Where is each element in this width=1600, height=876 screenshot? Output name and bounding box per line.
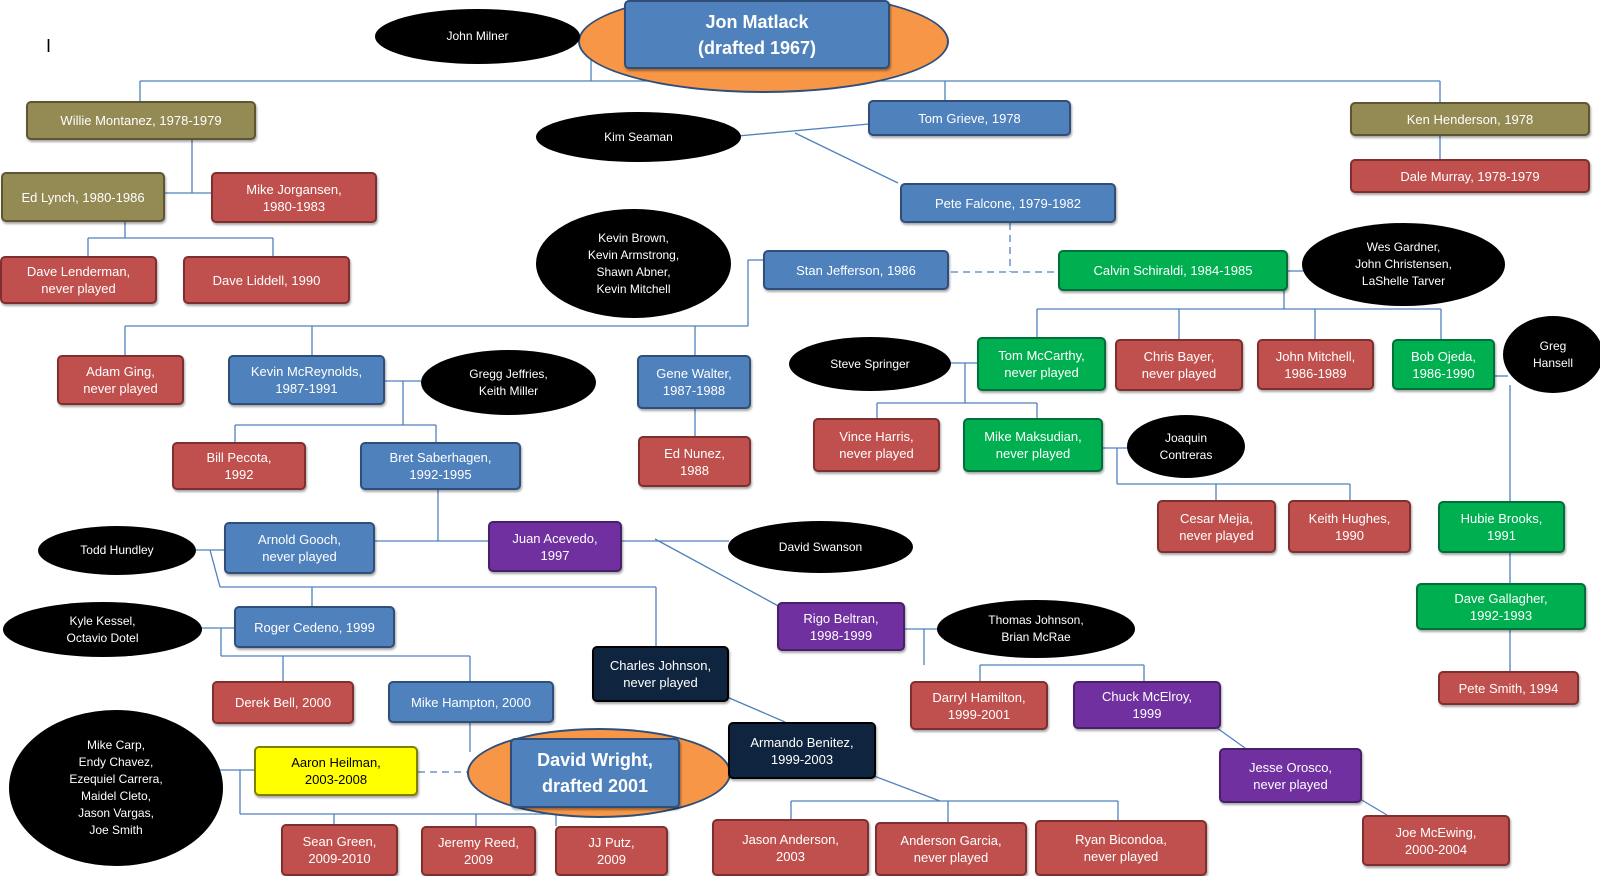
node-rigo-beltran: Rigo Beltran, 1998-1999 [777, 602, 905, 651]
oval-carp-group: Mike Carp, Endy Chavez, Ezequiel Carrera… [9, 710, 223, 866]
text-cursor: I [46, 36, 52, 56]
node-tom-grieve: Tom Grieve, 1978 [868, 100, 1071, 136]
node-jj-putz: JJ Putz, 2009 [555, 826, 668, 876]
node-calvin-schiraldi: Calvin Schiraldi, 1984-1985 [1058, 250, 1288, 291]
node-dave-lenderman: Dave Lenderman, never played [0, 256, 157, 304]
node-bob-ojeda: Bob Ojeda, 1986-1990 [1392, 339, 1495, 390]
node-ken-henderson: Ken Henderson, 1978 [1350, 102, 1590, 136]
node-derek-bell: Derek Bell, 2000 [212, 681, 354, 724]
oval-gardner-christensen-tarver: Wes Gardner, John Christensen, LaShelle … [1302, 223, 1505, 306]
node-mike-hampton: Mike Hampton, 2000 [388, 681, 554, 723]
oval-kessel-dotel: Kyle Kessel, Octavio Dotel [3, 602, 202, 657]
oval-kim-seaman: Kim Seaman [536, 112, 741, 162]
node-arnold-gooch: Arnold Gooch, never played [224, 522, 375, 574]
node-jason-anderson: Jason Anderson, 2003 [712, 819, 869, 876]
node-willie-montanez: Willie Montanez, 1978-1979 [26, 101, 256, 140]
oval-todd-hundley: Todd Hundley [38, 526, 196, 575]
node-keith-hughes: Keith Hughes, 1990 [1288, 500, 1411, 553]
node-pete-smith: Pete Smith, 1994 [1438, 671, 1579, 705]
node-vince-harris: Vince Harris, never played [813, 418, 940, 472]
node-dave-gallagher: Dave Gallagher, 1992-1993 [1416, 583, 1586, 630]
oval-steve-springer: Steve Springer [789, 337, 951, 391]
oval-jeffries-miller: Gregg Jeffries, Keith Miller [421, 350, 596, 415]
node-darryl-hamilton: Darryl Hamilton, 1999-2001 [910, 681, 1048, 730]
node-kevin-mcreynolds: Kevin McReynolds, 1987-1991 [228, 355, 385, 405]
node-mike-jorgansen: Mike Jorgansen, 1980-1983 [211, 172, 377, 223]
node-jeremy-reed: Jeremy Reed, 2009 [421, 826, 536, 876]
node-pete-falcone: Pete Falcone, 1979-1982 [900, 183, 1116, 223]
oval-johnson-mcrae: Thomas Johnson, Brian McRae [937, 600, 1135, 658]
node-cesar-mejia: Cesar Mejia, never played [1157, 500, 1276, 553]
node-aaron-heilman: Aaron Heilman, 2003-2008 [254, 746, 418, 796]
node-charles-johnson: Charles Johnson, never played [592, 646, 729, 702]
node-sean-green: Sean Green, 2009-2010 [281, 824, 398, 876]
node-adam-ging: Adam Ging, never played [57, 355, 184, 405]
node-chris-bayer: Chris Bayer, never played [1115, 339, 1243, 391]
node-gene-walter: Gene Walter, 1987-1988 [637, 355, 751, 409]
oval-david-swanson: David Swanson [728, 521, 913, 573]
node-david-wright: David Wright, drafted 2001 [510, 738, 680, 808]
node-juan-acevedo: Juan Acevedo, 1997 [488, 521, 622, 572]
oval-john-milner: John Milner [375, 9, 580, 64]
node-chuck-mcelroy: Chuck McElroy, 1999 [1073, 681, 1221, 729]
node-ed-nunez: Ed Nunez, 1988 [638, 436, 751, 487]
node-hubie-brooks: Hubie Brooks, 1991 [1438, 501, 1565, 553]
node-ed-lynch: Ed Lynch, 1980-1986 [1, 172, 165, 222]
node-armando-benitez: Armando Benitez, 1999-2003 [728, 722, 876, 779]
node-bret-saberhagen: Bret Saberhagen, 1992-1995 [360, 442, 521, 490]
oval-greg-hansell: Greg Hansell [1503, 316, 1600, 393]
oval-joaquin-contreras: Joaquin Contreras [1127, 415, 1245, 478]
node-dave-liddell: Dave Liddell, 1990 [183, 256, 350, 304]
node-stan-jefferson: Stan Jefferson, 1986 [763, 250, 949, 290]
node-jesse-orosco: Jesse Orosco, never played [1219, 748, 1362, 803]
node-roger-cedeno: Roger Cedeno, 1999 [234, 606, 395, 648]
node-tom-mccarthy: Tom McCarthy, never played [977, 337, 1106, 391]
node-dale-murray: Dale Murray, 1978-1979 [1350, 159, 1590, 193]
node-jon-matlack: Jon Matlack (drafted 1967) [624, 0, 890, 69]
node-joe-mcewing: Joe McEwing, 2000-2004 [1362, 815, 1510, 866]
oval-brown-armstrong-abner-mitchell: Kevin Brown, Kevin Armstrong, Shawn Abne… [536, 209, 731, 318]
node-bill-pecota: Bill Pecota, 1992 [172, 442, 306, 490]
node-john-mitchell: John Mitchell, 1986-1989 [1257, 339, 1374, 390]
node-anderson-garcia: Anderson Garcia, never played [875, 822, 1027, 876]
node-mike-maksudian: Mike Maksudian, never played [963, 418, 1103, 472]
node-ryan-bicondoa: Ryan Bicondoa, never played [1035, 820, 1207, 876]
